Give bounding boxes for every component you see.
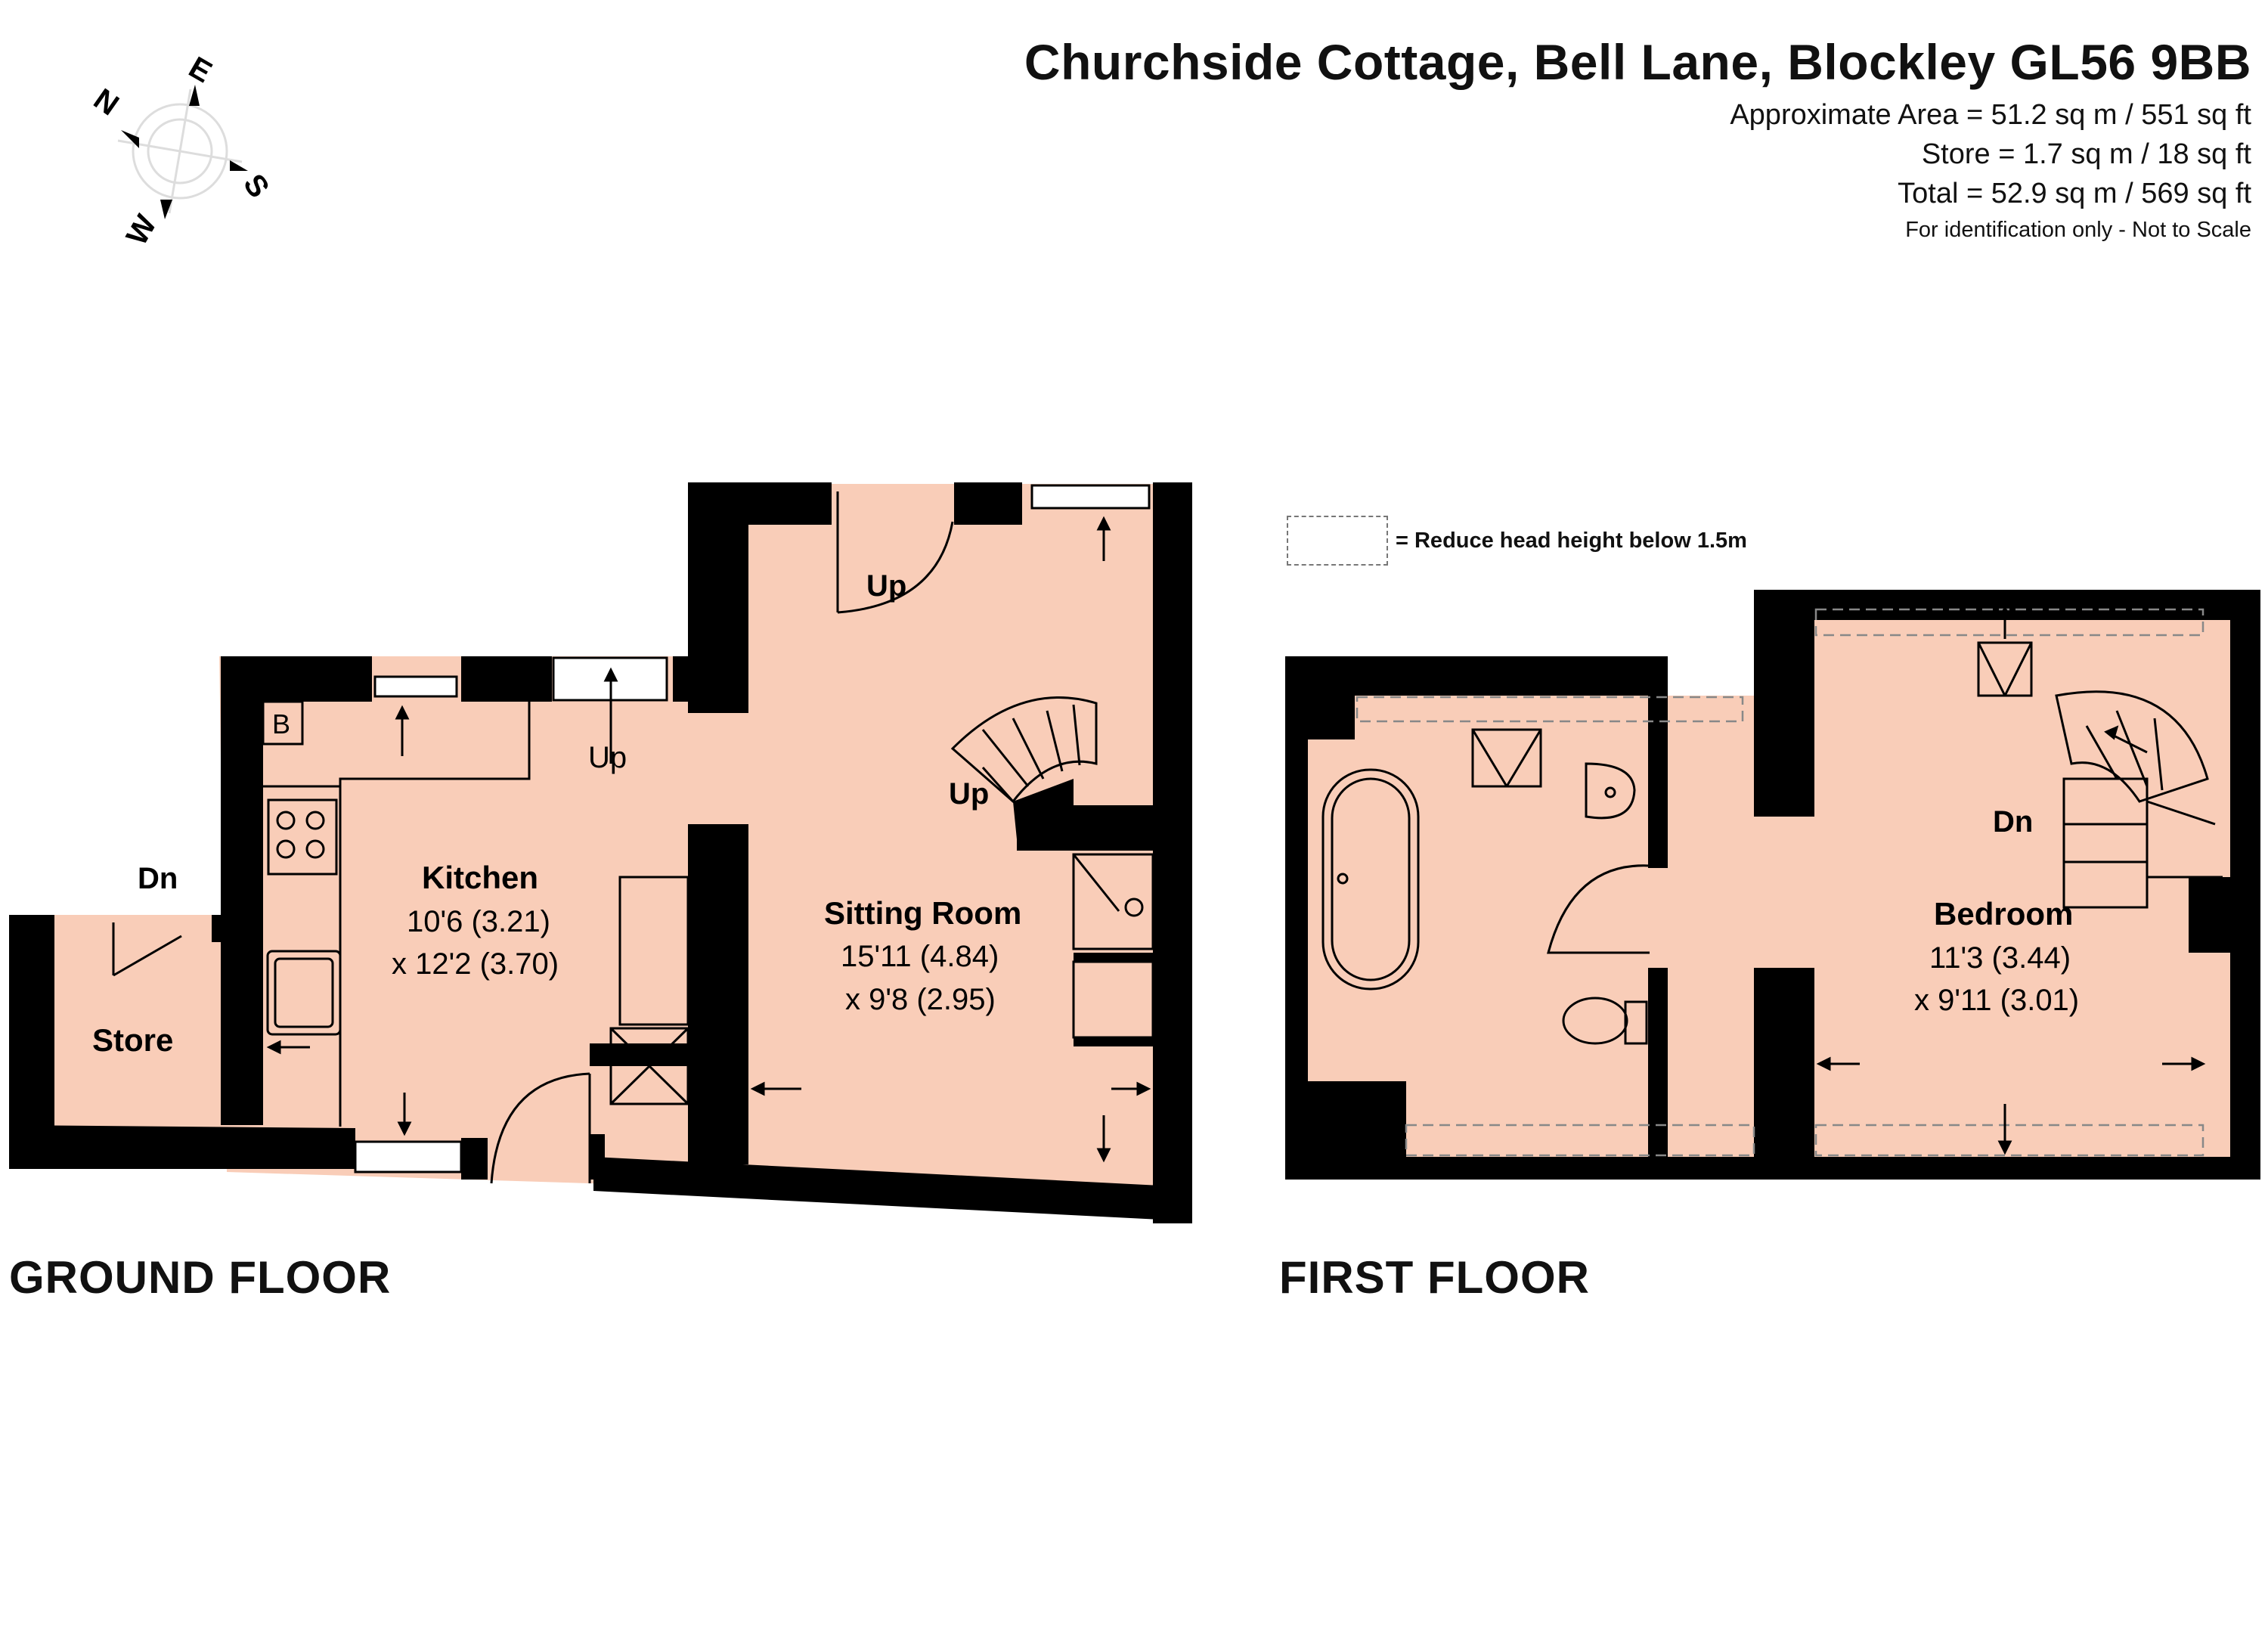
legend-dashed-box xyxy=(1287,516,1388,566)
bathroom-fixtures xyxy=(1321,728,1650,1045)
compass-s: S xyxy=(237,168,275,203)
store-area: Store = 1.7 sq m / 18 sq ft xyxy=(1921,138,2251,170)
bedroom-room xyxy=(1814,605,2253,1180)
compass-e: E xyxy=(183,51,217,89)
compass-w: W xyxy=(120,209,163,251)
kitchen-room xyxy=(219,656,711,1187)
sitting-room-dim1: 15'11 (4.84) xyxy=(841,940,999,973)
spiral-stair-ground xyxy=(950,696,1098,804)
kitchen-stair-label: Up xyxy=(588,741,627,774)
kitchen-name: Kitchen xyxy=(422,860,538,895)
low-headroom-zones xyxy=(1356,608,2204,1157)
header: Churchside Cottage, Bell Lane, Blockley … xyxy=(1024,29,2251,246)
kitchen-fixtures xyxy=(262,700,689,1127)
store-stair-label: Dn xyxy=(138,862,178,895)
sitting-stair-spiral-label: Up xyxy=(949,777,989,811)
approximate-area: Approximate Area = 51.2 sq m / 551 sq ft xyxy=(1730,99,2251,131)
sitting-room-dim2: x 9'8 (2.95) xyxy=(845,983,996,1016)
first-floor-plan: Dn Bedroom 11'3 (3.44) x 9'11 (3.01) xyxy=(1285,590,2260,1180)
disclaimer: For identification only - Not to Scale xyxy=(1905,218,2251,242)
kitchen-dim1: 10'6 (3.21) xyxy=(407,905,550,938)
kitchen-dim2: x 12'2 (3.70) xyxy=(392,947,559,981)
property-title: Churchside Cottage, Bell Lane, Blockley … xyxy=(1024,34,2251,90)
bedroom-dim1: 11'3 (3.44) xyxy=(1929,941,2071,975)
store-room xyxy=(9,915,227,1168)
sitting-room xyxy=(688,484,1187,1210)
total-area: Total = 52.9 sq m / 569 sq ft xyxy=(1898,178,2251,209)
first-walls xyxy=(1285,590,2260,1180)
first-arrows xyxy=(1816,605,2206,1155)
bedroom-dim2: x 9'11 (3.01) xyxy=(1914,984,2079,1017)
ground-arrows xyxy=(266,516,1151,1163)
first-floor-label: FIRST FLOOR xyxy=(1279,1252,1590,1303)
sitting-stair-top-label: Up xyxy=(866,569,906,603)
boiler-label: B xyxy=(272,708,290,739)
legend: = Reduce head height below 1.5m xyxy=(1287,516,1747,566)
store-name: Store xyxy=(92,1022,173,1058)
ground-walls xyxy=(9,482,1192,1223)
spiral-stair-first xyxy=(1977,641,2223,909)
compass-n: N xyxy=(88,82,125,122)
ground-windows xyxy=(354,484,1151,1173)
bedroom-name: Bedroom xyxy=(1934,896,2073,932)
ground-floor-label: GROUND FLOOR xyxy=(9,1252,392,1303)
compass-icon: N E S W xyxy=(88,51,276,251)
bedroom-stair-label: Dn xyxy=(1993,805,2033,839)
fireplace xyxy=(1072,853,1154,1039)
ground-floor-plan: B Dn Store Kitchen 10'6 (3.21) x 12'2 (3… xyxy=(9,482,1192,1223)
legend-text: = Reduce head height below 1.5m xyxy=(1396,528,1747,553)
sitting-room-name: Sitting Room xyxy=(824,895,1021,931)
